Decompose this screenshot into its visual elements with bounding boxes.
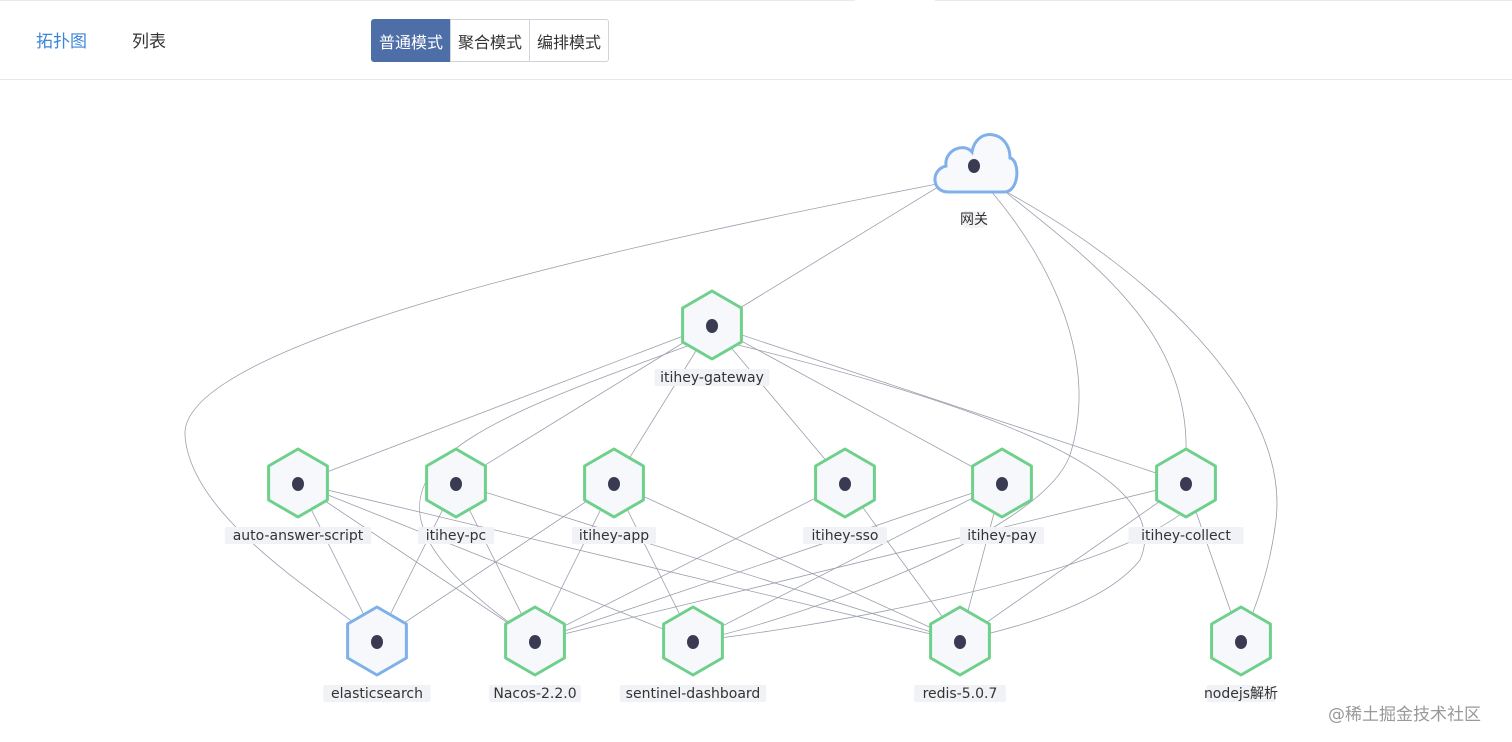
mode-switch-group: 普通模式 聚合模式 编排模式 — [371, 19, 610, 62]
node-label-bg — [963, 211, 985, 228]
node-node[interactable]: nodejs解析 — [1204, 605, 1278, 702]
node-dot — [529, 635, 541, 649]
node-label: itihey-gateway — [660, 370, 764, 386]
node-sso[interactable]: itihey-sso — [803, 447, 887, 544]
node-dot — [608, 477, 620, 491]
node-dot — [371, 635, 383, 649]
node-label-bg — [914, 685, 1006, 702]
edge-gw-col — [1002, 189, 1187, 456]
node-pay[interactable]: itihey-pay — [960, 447, 1044, 544]
node-pc[interactable]: itihey-pc — [417, 447, 495, 544]
node-label-bg — [489, 685, 581, 702]
node-label: redis-5.0.7 — [923, 686, 998, 702]
node-dot — [1235, 635, 1247, 649]
edge-itg-redis — [737, 344, 1146, 642]
node-dot — [839, 477, 851, 491]
node-dot — [292, 477, 304, 491]
node-sent[interactable]: sentinel-dashboard — [619, 605, 767, 702]
node-label: Nacos-2.2.0 — [493, 686, 576, 702]
edge-itg-app — [613, 324, 713, 484]
edge-gw-sent — [692, 189, 1080, 642]
edge-sso-redis — [844, 482, 961, 642]
watermark-text: @稀土掘金技术社区 — [1328, 705, 1481, 725]
node-dot — [968, 159, 980, 173]
node-dot — [954, 635, 966, 649]
orchestration-mode-button[interactable]: 编排模式 — [529, 19, 610, 62]
edge-pc-redis — [455, 482, 961, 642]
edge-itg-pc — [455, 324, 713, 484]
node-label: itihey-sso — [812, 528, 879, 544]
node-dot — [996, 477, 1008, 491]
node-label-bg — [1128, 527, 1244, 544]
tab-list[interactable]: 列表 — [132, 32, 166, 52]
node-aas[interactable]: auto-answer-script — [224, 447, 372, 544]
edge-aas-redis — [297, 482, 961, 642]
edge-gw-node — [1002, 189, 1278, 642]
edge-pay-nacos — [534, 482, 1003, 642]
edge-itg-aas — [297, 324, 713, 484]
node-dot — [706, 319, 718, 333]
edge-gw-itg — [711, 164, 975, 326]
node-itg[interactable]: itihey-gateway — [654, 289, 770, 386]
edge-app-es — [376, 482, 615, 642]
node-label: elasticsearch — [331, 686, 423, 702]
node-nacos[interactable]: Nacos-2.2.0 — [489, 605, 581, 702]
edge-gw-es — [184, 183, 938, 642]
node-label-bg — [1206, 685, 1276, 702]
node-label-bg — [803, 527, 887, 544]
node-label: itihey-pay — [967, 528, 1037, 544]
edge-itg-pay — [711, 324, 1003, 484]
node-dot — [450, 477, 462, 491]
node-label-bg — [224, 527, 372, 544]
node-label: sentinel-dashboard — [626, 686, 761, 702]
node-label-bg — [417, 527, 495, 544]
edge-app-redis — [613, 482, 961, 642]
node-label: auto-answer-script — [233, 528, 364, 544]
top-edge-line-left — [0, 0, 855, 1]
edge-itg-sso — [711, 324, 846, 484]
node-label: 网关 — [960, 212, 988, 228]
node-label: itihey-app — [579, 528, 649, 544]
node-es[interactable]: elasticsearch — [323, 605, 431, 702]
node-redis[interactable]: redis-5.0.7 — [914, 605, 1006, 702]
node-gw[interactable]: 网关 — [933, 133, 1019, 228]
graph-nodes: 网关 itihey-gateway auto-answer-script itihey… — [224, 133, 1278, 702]
normal-mode-button[interactable]: 普通模式 — [371, 19, 452, 62]
node-label-bg — [323, 685, 431, 702]
node-label: nodejs解析 — [1204, 686, 1278, 702]
node-label: itihey-collect — [1141, 528, 1231, 544]
node-label-bg — [619, 685, 767, 702]
edge-col-redis — [959, 482, 1187, 642]
tab-topology[interactable]: 拓扑图 — [36, 32, 87, 52]
aggregate-mode-button[interactable]: 聚合模式 — [450, 19, 531, 62]
edge-sso-nacos — [534, 482, 846, 642]
node-label-bg — [654, 369, 770, 386]
node-dot — [687, 635, 699, 649]
node-label: itihey-pc — [426, 528, 486, 544]
edge-pay-sent — [692, 482, 1003, 642]
top-edge-line-right — [935, 0, 1512, 1]
edge-col-nacos — [534, 482, 1187, 642]
graph-edges — [184, 164, 1278, 642]
top-toolbar: 拓扑图 列表 普通模式 聚合模式 编排模式 — [0, 0, 1512, 80]
node-label-bg — [960, 527, 1044, 544]
node-dot — [1180, 477, 1192, 491]
topology-graph[interactable]: 网关 itihey-gateway auto-answer-script itihey… — [0, 81, 1512, 742]
node-app[interactable]: itihey-app — [572, 447, 656, 544]
node-col[interactable]: itihey-collect — [1128, 447, 1244, 544]
node-label-bg — [572, 527, 656, 544]
edge-itg-col — [711, 324, 1187, 484]
